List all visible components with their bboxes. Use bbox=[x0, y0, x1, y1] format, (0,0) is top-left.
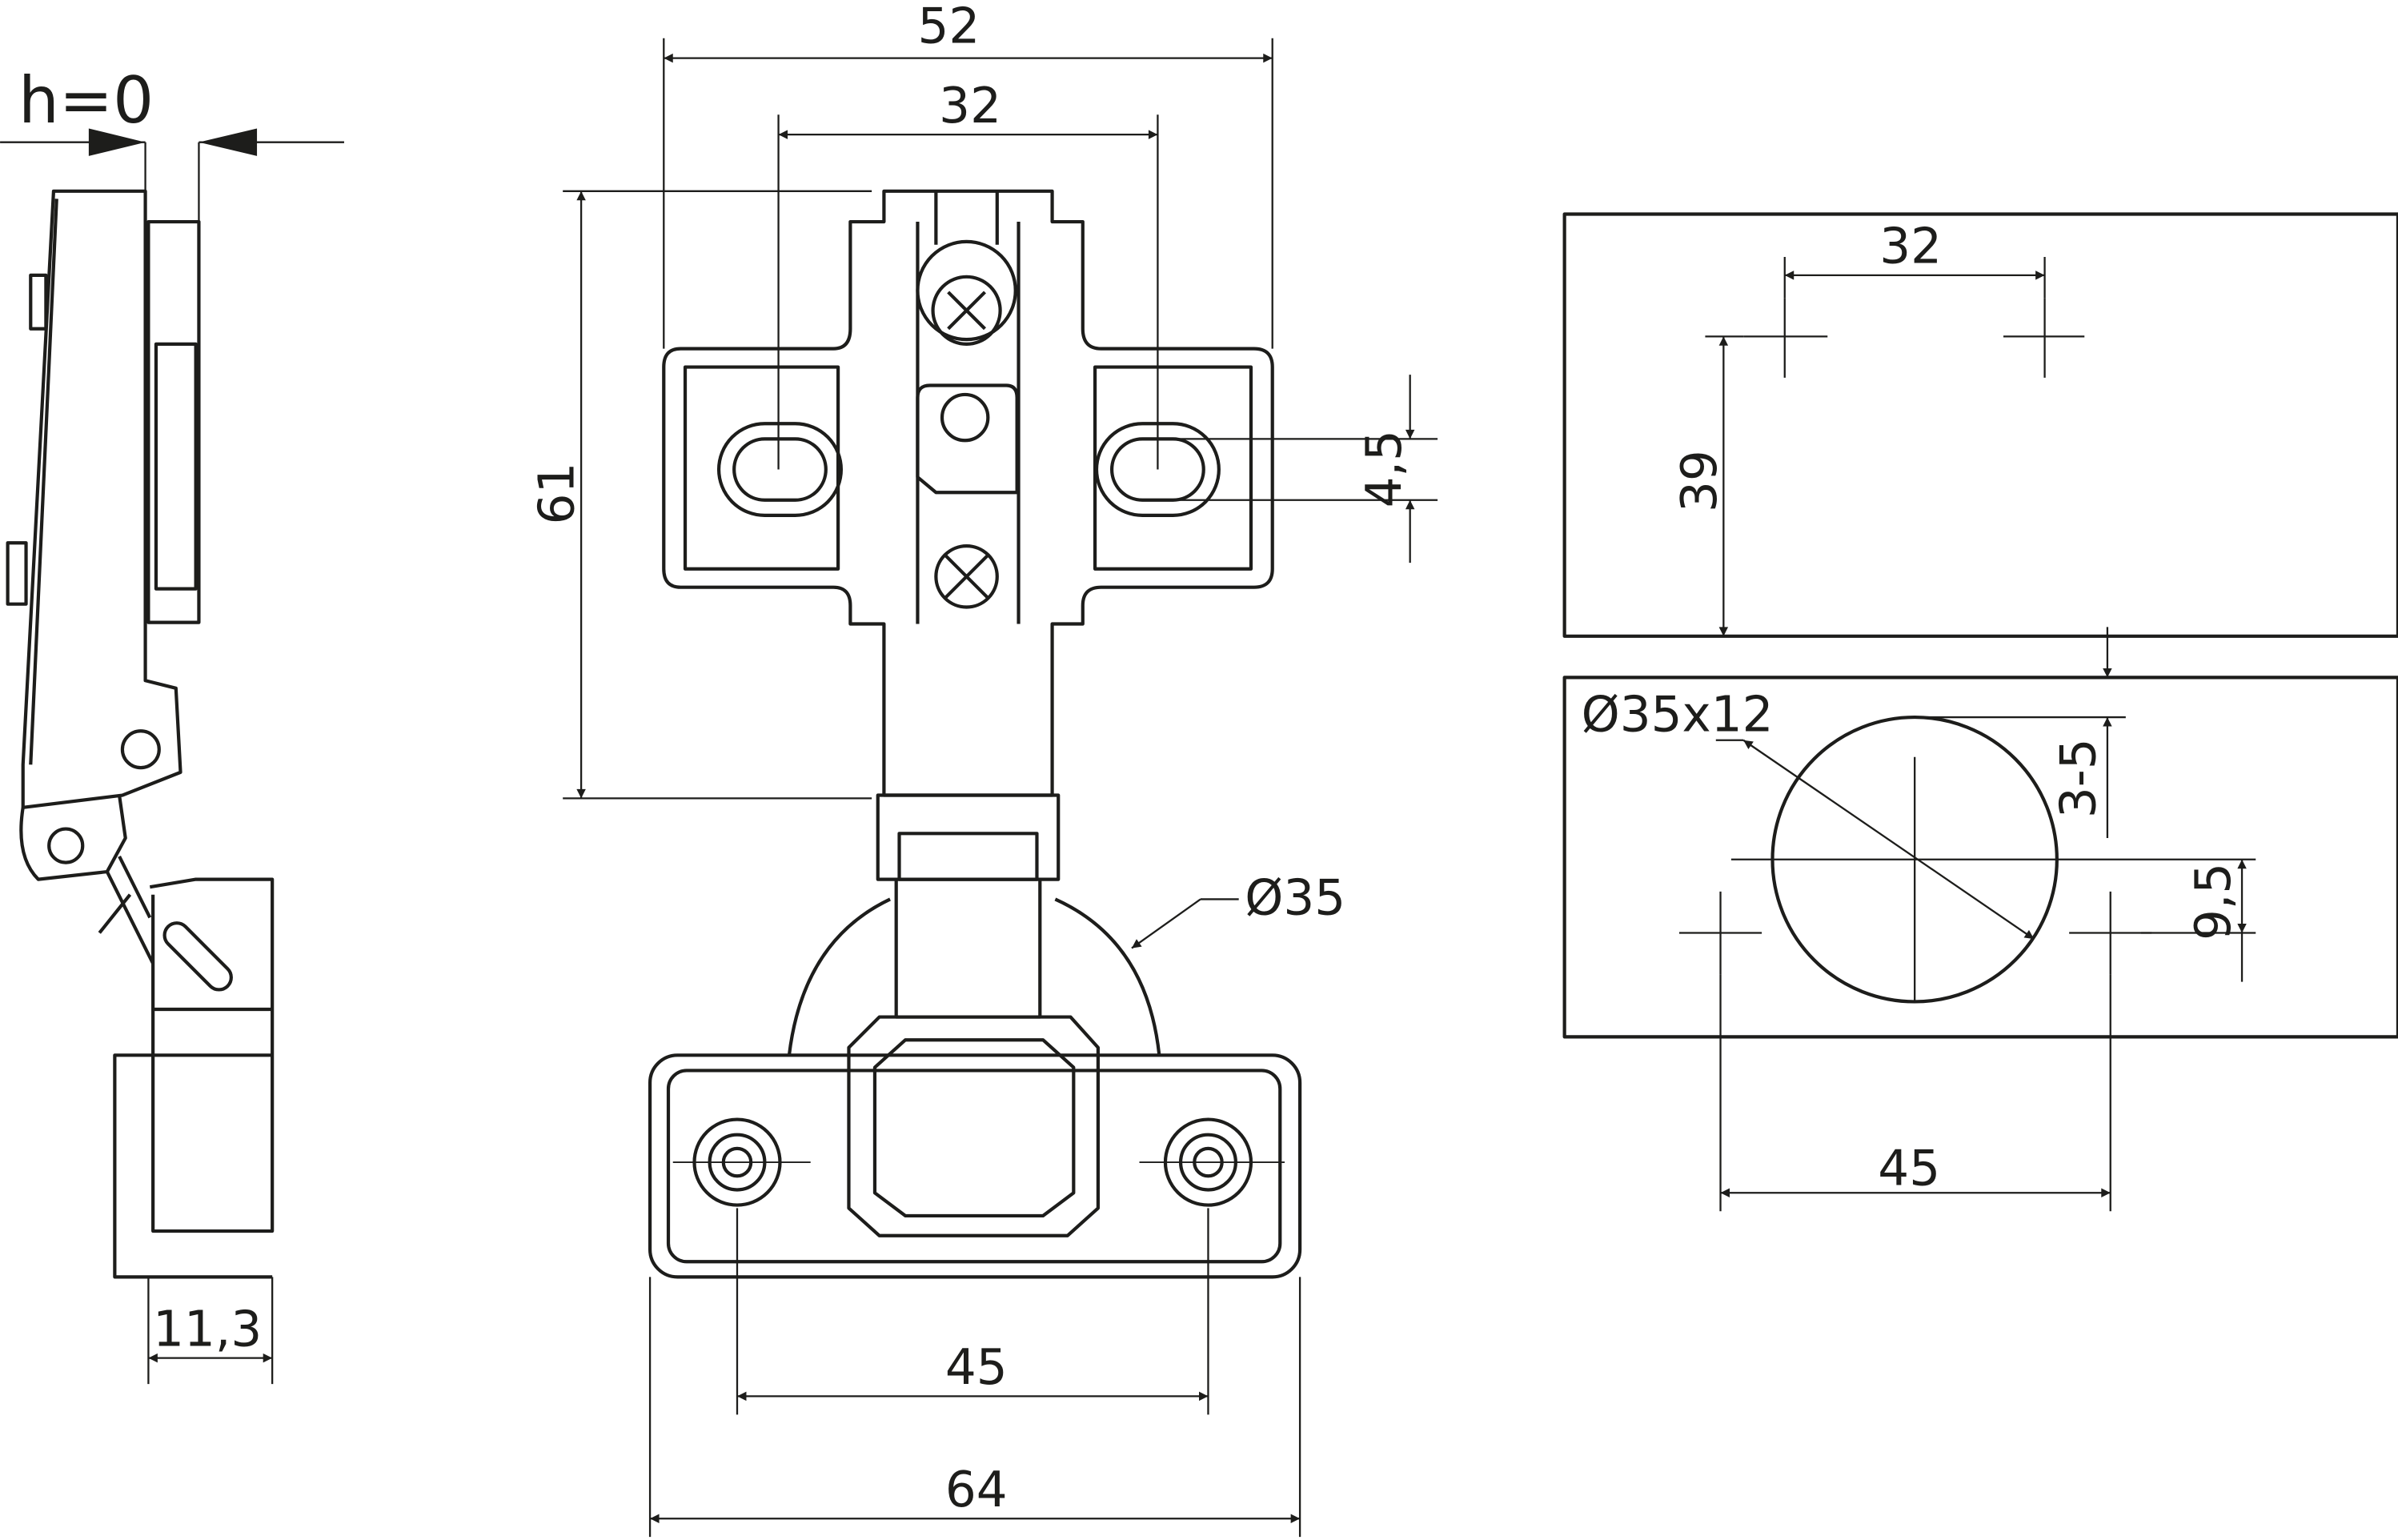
front-view: 52 32 61 4,5 Ø35 45 64 bbox=[529, 0, 1438, 1538]
cup-spec-label: Ø35x12 bbox=[1582, 686, 1774, 743]
width-total-label: 52 bbox=[917, 0, 980, 54]
base-hole-spacing-label: 45 bbox=[945, 1339, 1008, 1396]
top-hole-spacing-label: 32 bbox=[1879, 219, 1942, 275]
slot-width-label: 4,5 bbox=[1356, 430, 1413, 507]
hole-spacing-label: 32 bbox=[939, 78, 1001, 134]
drilling-pattern: 32 39 Ø35x12 3-5 9,5 45 bbox=[1562, 212, 2398, 1212]
offset-label: 9,5 bbox=[2185, 863, 2242, 940]
gap-label: h=0 bbox=[18, 63, 154, 138]
edge-distance-label: 3-5 bbox=[2051, 738, 2107, 818]
base-width-label: 64 bbox=[945, 1462, 1008, 1518]
cup-diameter-label: Ø35 bbox=[1245, 870, 1345, 927]
side-view: h=0 11,3 bbox=[0, 63, 344, 1385]
depth-label: 11,3 bbox=[153, 1301, 262, 1358]
top-vertical-label: 39 bbox=[1671, 450, 1728, 512]
bottom-hole-spacing-label: 45 bbox=[1878, 1141, 1940, 1197]
height-label: 61 bbox=[529, 463, 586, 525]
